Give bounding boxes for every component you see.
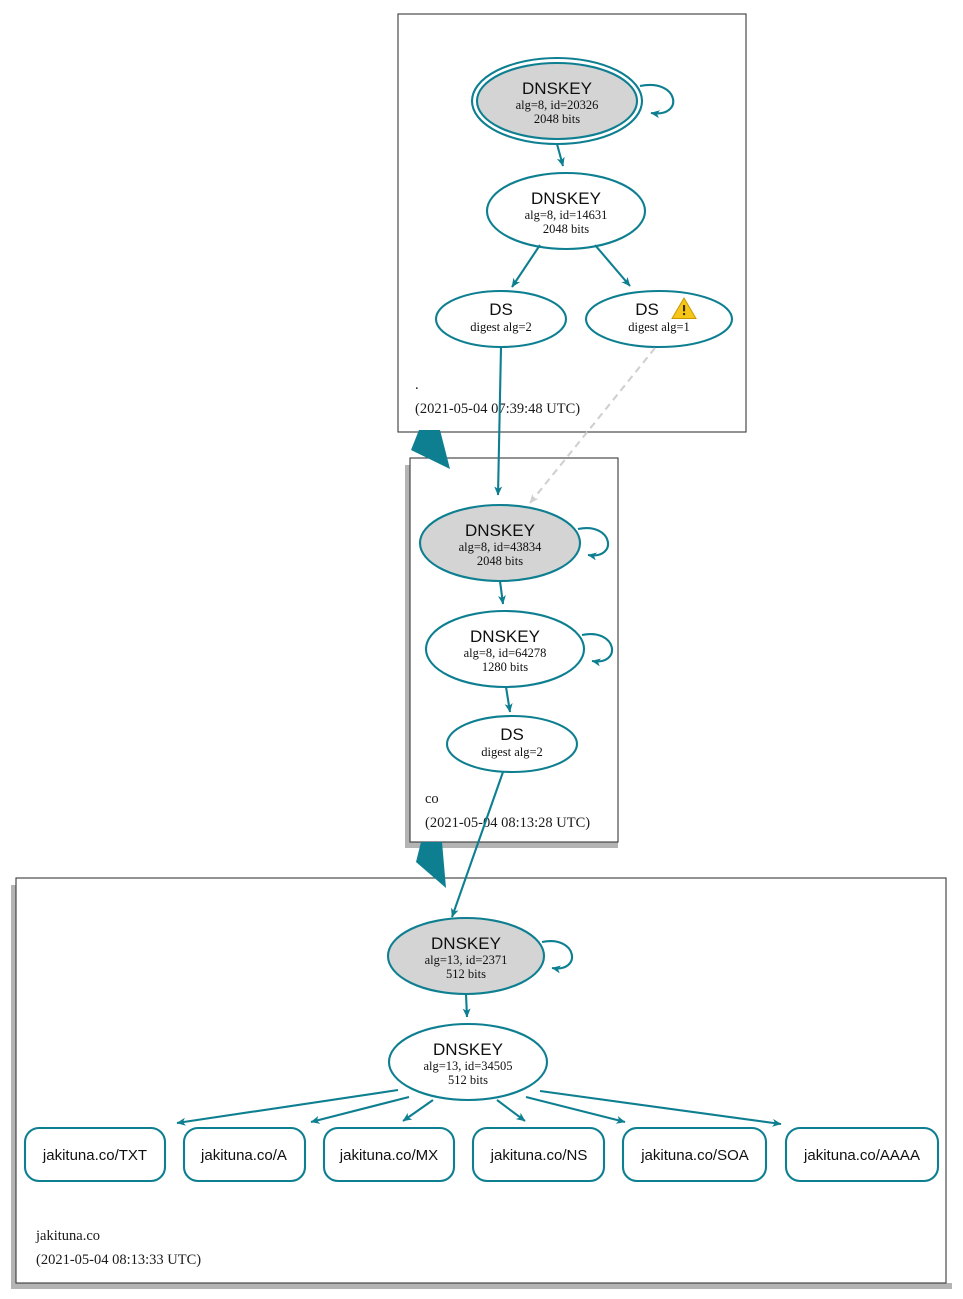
rrset-jakituna-aaaa-label: jakituna.co/AAAA [803,1147,920,1164]
node-jak-zsk-keyinfo: alg=13, id=34505 [423,1059,512,1073]
zone-co-timestamp: (2021-05-04 08:13:28 UTC) [425,815,590,831]
zone-root-name: . [415,377,419,393]
edge-jak-zsk-signs-txt [176,1088,399,1126]
node-co-zsk-keysize: 1280 bits [482,660,528,674]
node-root-ksk-keyinfo: alg=8, id=20326 [516,98,599,112]
node-root-ds-digest1-digest: digest alg=1 [628,320,690,334]
node-jak-zsk-ring [387,1022,549,1102]
zone-jakituna-shadow-bottom [17,1283,952,1289]
node-co-ksk-keysize: 2048 bits [477,554,523,568]
rrset-jakituna-aaaa-box [784,1126,940,1183]
node-jak-zsk[interactable]: DNSKEY alg=13, id=34505 512 bits [387,1022,549,1102]
edge-jak-ksk-signs-zsk [462,993,471,1018]
zone-jakituna: DNSKEY alg=13, id=2371 512 bits DNSKEY a… [11,877,952,1289]
node-root-ksk[interactable]: DNSKEY alg=8, id=20326 2048 bits [470,56,675,146]
node-co-zsk-type: DNSKEY [470,627,540,646]
edge-root-ds2-to-co-ksk [494,346,503,496]
zone-jakituna-timestamp: (2021-05-04 08:13:33 UTC) [36,1252,201,1268]
node-root-ds-digest1-type: DS [635,300,659,319]
zone-co-shadow-bottom [411,842,618,848]
delegation-wedge-root-to-co [411,430,450,469]
zone-root-timestamp: (2021-05-04 07:39:48 UTC) [415,401,580,417]
rrset-jakituna-soa-box [621,1126,768,1183]
rrset-jakituna-ns[interactable]: jakituna.co/NS [471,1126,606,1183]
rrset-jakituna-ns-label: jakituna.co/NS [490,1147,588,1164]
rrset-jakituna-mx[interactable]: jakituna.co/MX [322,1126,456,1183]
zone-root: DNSKEY alg=8, id=20326 2048 bits DNSKEY … [397,13,747,433]
node-root-zsk[interactable]: DNSKEY alg=8, id=14631 2048 bits [485,171,647,251]
node-co-ksk-type: DNSKEY [465,521,535,540]
node-root-zsk-type: DNSKEY [531,189,601,208]
node-co-ds-digest2[interactable]: DS digest alg=2 [445,714,579,774]
node-jak-zsk-keysize: 512 bits [448,1073,488,1087]
node-jak-ksk[interactable]: DNSKEY alg=13, id=2371 512 bits [386,916,574,996]
node-root-zsk-ring [485,171,647,251]
node-jak-ksk-keysize: 512 bits [446,967,486,981]
edge-jak-zsk-signs-soa [525,1095,626,1124]
zone-co-shadow-left [405,465,411,848]
node-co-ds-digest2-digest: digest alg=2 [481,745,543,759]
delegation-wedge-co-to-jakituna [416,842,446,888]
rrset-jakituna-soa[interactable]: jakituna.co/SOA [621,1126,768,1183]
rrset-jakituna-a-box [182,1126,307,1183]
edge-co-ds2-to-jak-ksk [451,771,504,918]
node-root-ksk-inner-ring [475,61,639,141]
zone-jakituna-name: jakituna.co [35,1228,100,1244]
node-root-ksk-keysize: 2048 bits [534,112,580,126]
edge-jak-ksk-self-sign [541,940,574,974]
edge-jak-zsk-signs-aaaa [539,1089,782,1127]
rrset-jakituna-mx-box [322,1126,456,1183]
node-root-ds-digest1-ring [584,289,734,349]
rrset-jakituna-soa-label: jakituna.co/SOA [640,1147,749,1164]
node-root-ds-digest2[interactable]: DS digest alg=2 [434,289,568,349]
rrset-jakituna-ns-box [471,1126,606,1183]
rrset-jakituna-txt-box [23,1126,167,1183]
node-root-zsk-keyinfo: alg=8, id=14631 [525,208,608,222]
node-co-ksk[interactable]: DNSKEY alg=8, id=43834 2048 bits [418,503,610,583]
edge-co-zsk-signs-ds [504,686,513,713]
node-co-ds-digest2-ring [445,714,579,774]
warning-triangle-icon [671,297,697,319]
edge-root-ksk-signs-zsk [555,143,565,167]
node-jak-zsk-type: DNSKEY [433,1040,503,1059]
node-co-zsk-keyinfo: alg=8, id=64278 [464,646,547,660]
rrset-jakituna-txt[interactable]: jakituna.co/TXT [23,1126,167,1183]
zone-co: DNSKEY alg=8, id=43834 2048 bits DNSKEY … [405,457,619,848]
rrset-jakituna-txt-label: jakituna.co/TXT [42,1147,147,1164]
edge-root-zsk-signs-ds1 [594,244,631,287]
node-root-ksk-type: DNSKEY [522,79,592,98]
edge-root-ksk-self-sign [639,83,675,119]
rrset-jakituna-a-label: jakituna.co/A [200,1147,287,1164]
node-root-ds-digest2-digest: digest alg=2 [470,320,532,334]
zone-jakituna-shadow-left [11,885,17,1289]
rrset-jakituna-a[interactable]: jakituna.co/A [182,1126,307,1183]
node-co-ds-digest2-type: DS [500,725,524,744]
zone-co-name: co [425,791,439,807]
node-co-zsk[interactable]: DNSKEY alg=8, id=64278 1280 bits [424,609,614,689]
node-jak-ksk-type: DNSKEY [431,934,501,953]
edge-co-ksk-self-sign [577,527,610,561]
edge-co-zsk-self-sign [581,633,614,667]
rrset-jakituna-aaaa[interactable]: jakituna.co/AAAA [784,1126,940,1183]
edge-jak-zsk-signs-mx [402,1099,434,1122]
edge-jak-zsk-signs-ns [496,1099,526,1122]
rrset-jakituna-mx-label: jakituna.co/MX [339,1147,438,1164]
node-root-ds-digest1[interactable]: DS digest alg=1 [584,289,734,349]
node-root-ds-digest2-type: DS [489,300,513,319]
node-co-zsk-ring [424,609,586,689]
edge-jak-zsk-signs-a [310,1095,410,1124]
node-co-ksk-keyinfo: alg=8, id=43834 [459,540,543,554]
node-root-zsk-keysize: 2048 bits [543,222,589,236]
edge-co-ksk-signs-zsk [497,580,506,605]
node-jak-ksk-keyinfo: alg=13, id=2371 [425,953,508,967]
edge-root-ds1-to-co-ksk-insecure [529,347,656,504]
edge-root-zsk-signs-ds2 [511,244,541,288]
